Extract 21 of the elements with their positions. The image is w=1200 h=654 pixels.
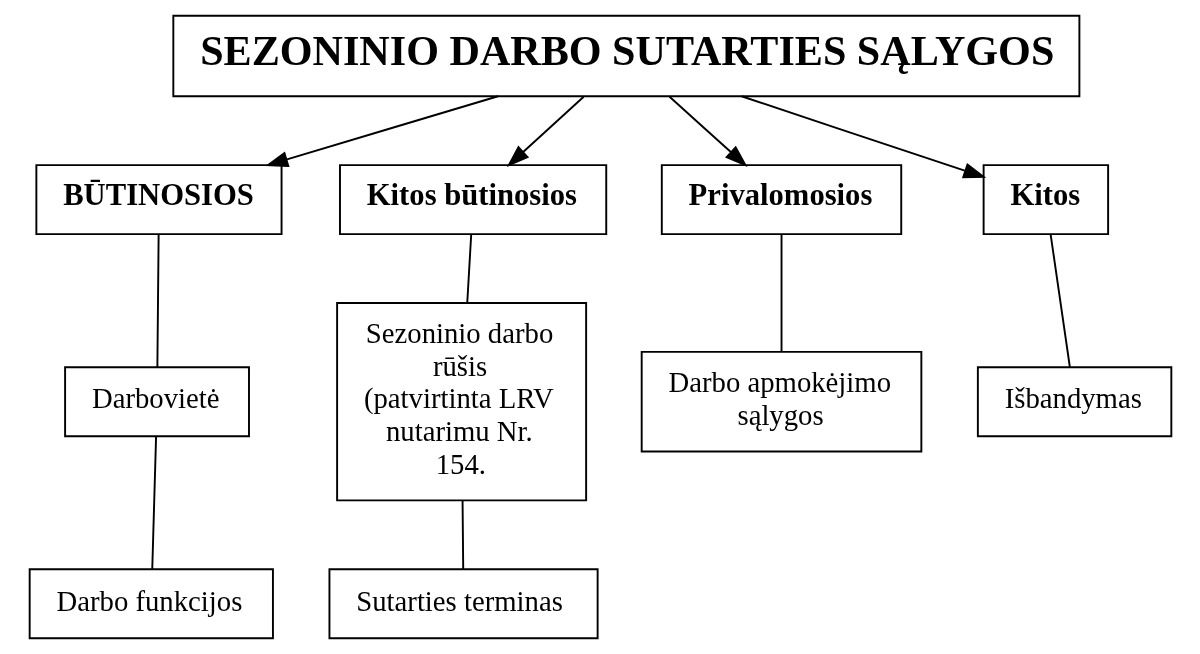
connector	[150, 435, 157, 571]
node-box: Sutarties terminas	[328, 568, 599, 640]
node-box: BŪTINOSIOS	[34, 164, 282, 236]
arrow	[264, 95, 499, 168]
node-box: Privalomosios	[660, 164, 902, 236]
connector	[461, 499, 464, 571]
arrow	[506, 95, 585, 168]
node-box: Išbandymas	[976, 366, 1172, 438]
node-box: Kitos	[982, 164, 1109, 236]
node-box: Darbovietė	[63, 366, 250, 438]
connector	[155, 233, 160, 368]
connector	[780, 233, 782, 353]
arrow	[740, 95, 986, 179]
connector	[465, 233, 472, 304]
connector	[1049, 233, 1071, 368]
node-box: Kitos būtinosios	[338, 164, 607, 236]
node-box: SEZONINIO DARBO SUTARTIES SĄLYGOS	[171, 14, 1080, 98]
node-box: Darbo funkcijos	[28, 568, 274, 640]
arrow	[668, 95, 747, 168]
node-box: Darbo apmokėjimo sąlygos	[640, 350, 922, 453]
node-box: Sezoninio darbo rūšis (patvirtinta LRV nutarimu Nr. 154.	[335, 302, 587, 502]
